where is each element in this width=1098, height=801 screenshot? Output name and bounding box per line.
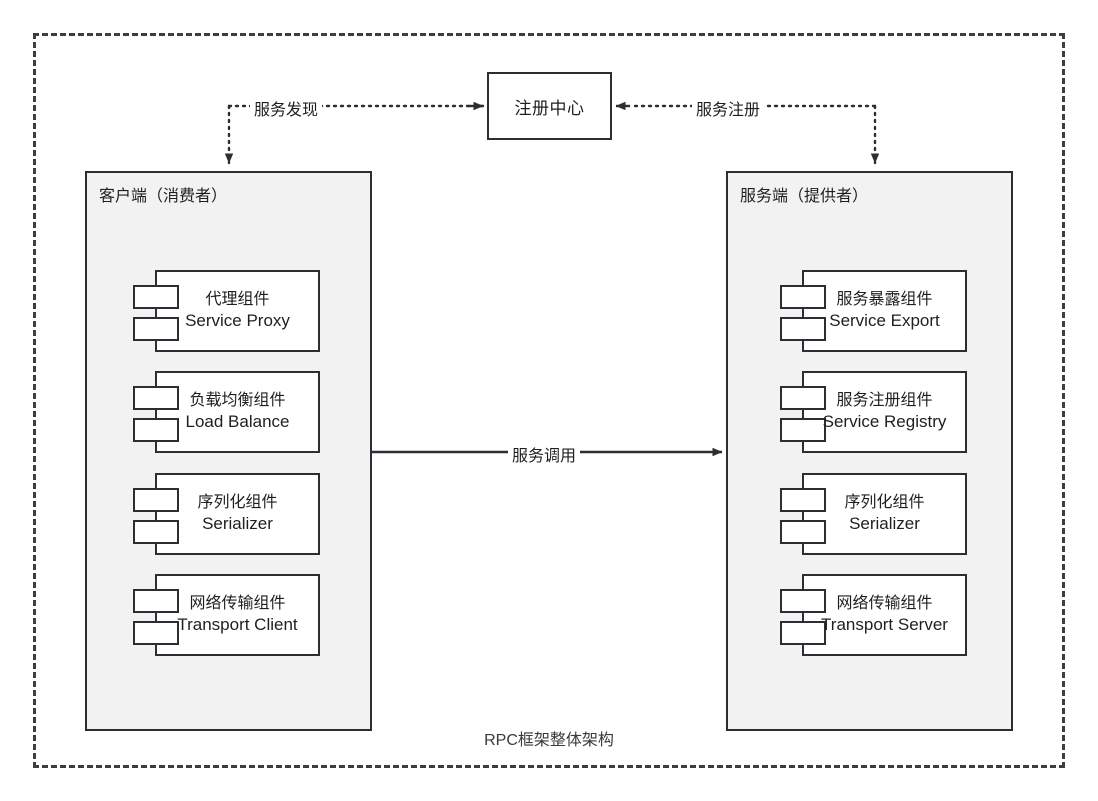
panel-client-title: 客户端（消费者） — [99, 188, 228, 205]
component-tab-icon — [133, 285, 179, 309]
component-label-en: Serializer — [202, 514, 273, 534]
component-label-cn: 序列化组件 — [844, 493, 925, 511]
component-tab-icon — [780, 488, 826, 512]
component-label-cn: 网络传输组件 — [836, 594, 933, 612]
component-label-en: Transport Server — [821, 615, 948, 635]
edge-label-service-discovery: 服务发现 — [250, 96, 323, 120]
component-tab-icon — [133, 418, 179, 442]
diagram-caption: RPC框架整体架构 — [484, 732, 614, 749]
component-label-cn: 序列化组件 — [197, 493, 278, 511]
component-label-cn: 网络传输组件 — [189, 594, 286, 612]
panel-server[interactable]: 服务端（提供者） 服务暴露组件 Service Export 服务注册组件 Se… — [726, 171, 1013, 731]
component-service-proxy[interactable]: 代理组件 Service Proxy — [133, 270, 320, 352]
registry-center-label: 注册中心 — [514, 98, 585, 118]
panel-client[interactable]: 客户端（消费者） 代理组件 Service Proxy 负载均衡组件 Load … — [85, 171, 372, 731]
component-tab-icon — [780, 520, 826, 544]
component-tab-icon — [133, 621, 179, 645]
component-tab-icon — [133, 386, 179, 410]
component-serializer[interactable]: 序列化组件 Serializer — [133, 473, 320, 555]
component-tab-icon — [780, 285, 826, 309]
component-tab-icon — [133, 317, 179, 341]
edge-label-service-invocation: 服务调用 — [508, 442, 581, 466]
component-transport-server[interactable]: 网络传输组件 Transport Server — [780, 574, 967, 656]
component-tab-icon — [780, 418, 826, 442]
component-label-en: Service Registry — [822, 412, 947, 432]
component-tab-icon — [133, 589, 179, 613]
component-tab-icon — [780, 621, 826, 645]
component-label-cn: 代理组件 — [205, 290, 270, 308]
registry-center-node[interactable]: 注册中心 — [487, 72, 612, 140]
component-tab-icon — [133, 488, 179, 512]
component-tab-icon — [780, 317, 826, 341]
component-label-cn: 服务注册组件 — [836, 391, 933, 409]
component-serializer[interactable]: 序列化组件 Serializer — [780, 473, 967, 555]
component-label-en: Serializer — [849, 514, 920, 534]
component-tab-icon — [133, 520, 179, 544]
panel-server-title: 服务端（提供者） — [740, 188, 869, 205]
component-label-en: Load Balance — [185, 412, 290, 432]
component-label-en: Service Proxy — [185, 311, 290, 331]
component-label-en: Transport Client — [177, 615, 298, 635]
component-load-balance[interactable]: 负载均衡组件 Load Balance — [133, 371, 320, 453]
component-transport-client[interactable]: 网络传输组件 Transport Client — [133, 574, 320, 656]
diagram-outer-frame — [33, 33, 1065, 768]
component-tab-icon — [780, 589, 826, 613]
component-label-cn: 服务暴露组件 — [836, 290, 933, 308]
component-service-export[interactable]: 服务暴露组件 Service Export — [780, 270, 967, 352]
component-label-cn: 负载均衡组件 — [189, 391, 286, 409]
component-tab-icon — [780, 386, 826, 410]
component-service-registry[interactable]: 服务注册组件 Service Registry — [780, 371, 967, 453]
component-label-en: Service Export — [829, 311, 940, 331]
edge-label-service-registration: 服务注册 — [692, 96, 765, 120]
